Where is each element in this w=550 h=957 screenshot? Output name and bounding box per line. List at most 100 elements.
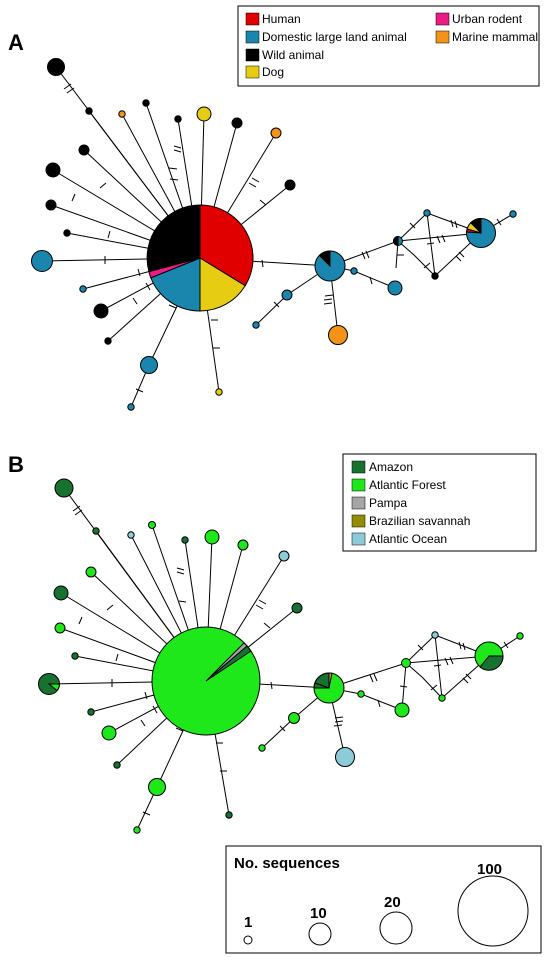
- haplotype-node: [148, 778, 166, 796]
- mutation-tick: [106, 604, 114, 611]
- panel-a-ticks: [63, 83, 502, 393]
- mutation-tick: [496, 218, 502, 226]
- mutation-tick: [323, 298, 333, 301]
- mutation-tick: [334, 716, 344, 719]
- haplotype-node: [270, 127, 282, 139]
- mutation-tick: [72, 505, 81, 512]
- mutation-tick: [333, 724, 343, 727]
- haplotype-node: [47, 58, 65, 76]
- size-legend-label-1: 1: [244, 914, 252, 931]
- mutation-tick: [107, 230, 111, 239]
- haplotype-node: [215, 388, 223, 396]
- mutation-tick: [279, 725, 286, 732]
- legend-swatch-marine-mammal: [435, 30, 450, 44]
- haplotype-node: [199, 204, 254, 287]
- panel-a: A Human Urban rodent Domestic large land…: [8, 5, 540, 411]
- mutation-tick: [324, 294, 334, 297]
- haplotype-node: [174, 115, 182, 123]
- mutation-tick: [449, 656, 454, 665]
- mutation-tick: [115, 653, 119, 662]
- network-edge: [397, 240, 436, 277]
- node-a-split: [393, 235, 403, 247]
- mutation-tick: [369, 674, 374, 683]
- haplotype-node: [252, 321, 260, 329]
- haplotype-node: [431, 631, 439, 639]
- mutation-tick: [144, 691, 148, 700]
- haplotype-node: [357, 690, 365, 698]
- mutation-tick: [168, 304, 177, 309]
- haplotype-node: [92, 527, 100, 535]
- haplotype-node: [291, 602, 303, 614]
- haplotype-node: [387, 280, 403, 296]
- mutation-tick: [503, 641, 509, 649]
- haplotype-node: [93, 303, 109, 319]
- mutation-tick: [63, 83, 72, 90]
- haplotype-node: [87, 708, 95, 716]
- haplotype-node: [438, 694, 446, 702]
- mutation-tick: [173, 149, 182, 153]
- size-legend-circle-1: [243, 935, 253, 945]
- panel-b-nodes: [38, 478, 524, 834]
- legend-label-human: Human: [262, 12, 301, 26]
- mutation-tick: [255, 604, 264, 610]
- node-b-east: [474, 641, 504, 671]
- mutation-tick: [409, 222, 416, 229]
- mutation-tick: [436, 235, 441, 244]
- legend-swatch-amazon: [351, 460, 366, 474]
- hub-node-b: [151, 626, 261, 736]
- mutation-tick: [140, 719, 146, 727]
- haplotype-node: [85, 566, 97, 578]
- haplotype-node: [318, 250, 331, 268]
- legend-label-atlantic-ocean: Atlantic Ocean: [369, 532, 447, 546]
- size-legend: No. sequences 1 10 20 100: [225, 845, 542, 954]
- haplotype-node: [45, 199, 57, 211]
- mutation-tick: [74, 509, 83, 516]
- haplotype-node: [127, 403, 135, 411]
- haplotype-node: [118, 110, 126, 118]
- node-a-mid: [314, 250, 346, 282]
- mutation-tick: [135, 388, 144, 393]
- haplotype-node: [127, 531, 135, 539]
- legend-swatch-brazilian-savannah: [351, 514, 366, 528]
- mutation-tick: [365, 250, 370, 259]
- mutation-tick: [441, 234, 446, 243]
- legend-swatch-wild-animal: [245, 48, 260, 62]
- mutation-tick: [173, 145, 182, 149]
- haplotype-node: [350, 267, 358, 275]
- mutation-tick: [433, 664, 442, 667]
- size-legend-label-10: 10: [310, 905, 327, 922]
- haplotype-node: [335, 747, 355, 767]
- legend-label-marine-mammal: Marine mammal: [452, 30, 538, 44]
- mutation-tick: [423, 262, 431, 269]
- network-edge: [397, 212, 428, 242]
- haplotype-node: [133, 826, 141, 834]
- haplotype-node: [199, 257, 246, 312]
- haplotype-node: [47, 683, 61, 692]
- legend-label-brazilian-savannah: Brazilian savannah: [369, 514, 470, 528]
- mutation-tick: [261, 259, 264, 268]
- size-legend-circle-100: [457, 875, 529, 947]
- mutation-tick: [99, 182, 107, 189]
- mutation-tick: [323, 302, 333, 305]
- mutation-tick: [168, 167, 178, 170]
- haplotype-node: [101, 725, 117, 741]
- haplotype-node: [146, 204, 201, 273]
- haplotype-node: [71, 652, 79, 660]
- legend-swatch-atlantic-forest: [351, 478, 366, 492]
- haplotype-node: [181, 536, 189, 544]
- mutation-tick: [258, 599, 267, 605]
- haplotype-node: [284, 179, 296, 191]
- haplotype-node: [237, 539, 249, 551]
- haplotype-node: [466, 228, 482, 234]
- legend-label-domestic-large-land-animal: Domestic large land animal: [262, 30, 407, 44]
- haplotype-node: [140, 356, 158, 374]
- haplotype-node: [401, 658, 411, 668]
- legend-swatch-human: [245, 12, 260, 26]
- size-legend-label-20: 20: [384, 894, 401, 911]
- haplotype-node: [278, 550, 290, 562]
- legend-swatch-atlantic-ocean: [351, 532, 366, 546]
- mutation-tick: [66, 87, 75, 94]
- panel-b-letter: B: [8, 452, 24, 477]
- panel-b-ticks: [72, 505, 509, 816]
- haplotype-node: [281, 289, 293, 301]
